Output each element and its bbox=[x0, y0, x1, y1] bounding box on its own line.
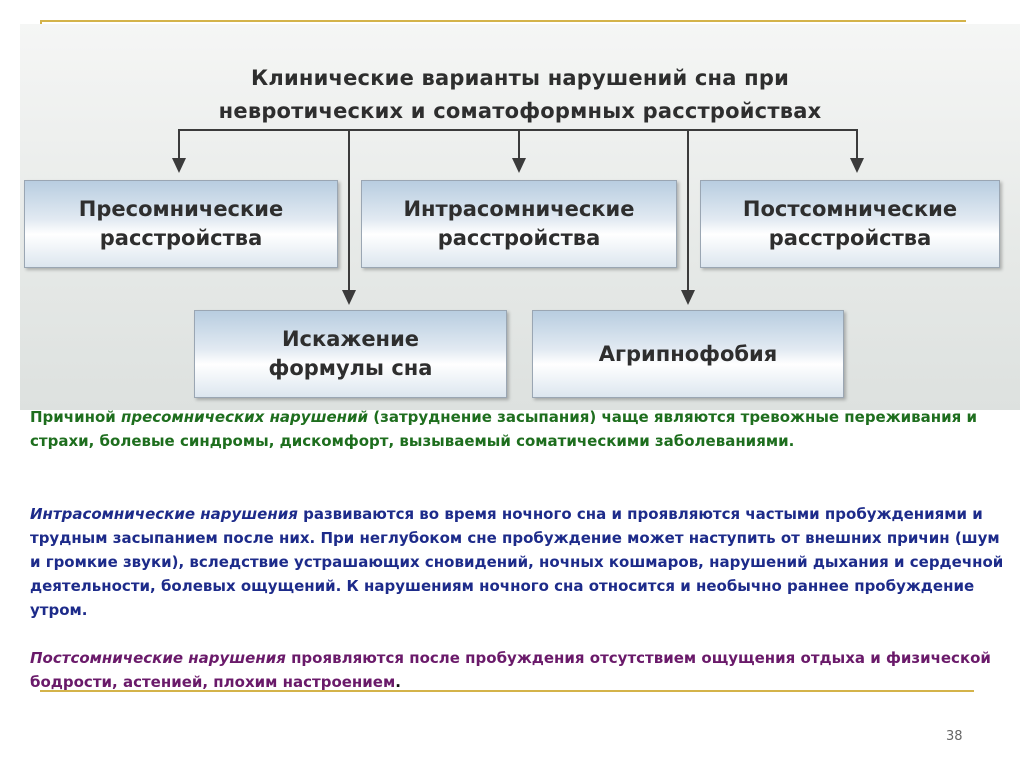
p3-term: Постсомнические нарушения bbox=[30, 649, 286, 667]
diagram: Клинические варианты нарушений сна при н… bbox=[20, 24, 1020, 410]
connector-to-distortion bbox=[348, 129, 350, 291]
box-postsomnic-label: Постсомнические расстройства bbox=[742, 197, 958, 250]
bottom-rule bbox=[40, 690, 974, 692]
box-presomnic-label: Пресомнические расстройства bbox=[78, 197, 284, 250]
p1-rest: (затруднение засыпания) чаще являются тр… bbox=[30, 408, 978, 450]
arrow-to-postsomnic bbox=[850, 158, 864, 173]
box-distortion-label: Искажение формулы сна bbox=[268, 327, 433, 380]
p2-term: Интрасомнические нарушения bbox=[30, 505, 298, 523]
p3-end: . bbox=[395, 673, 401, 691]
arrow-to-distortion bbox=[342, 290, 356, 305]
box-sleep-formula-distortion: Искажение формулы сна bbox=[194, 310, 507, 398]
arrow-to-agrypnophobia bbox=[681, 290, 695, 305]
box-presomnic-disorders: Пресомнические расстройства bbox=[24, 180, 338, 268]
box-intrasomnic-disorders: Интрасомнические расстройства bbox=[361, 180, 677, 268]
paragraph-presomnic: Причиной пресомнических нарушений (затру… bbox=[30, 405, 1015, 453]
diagram-title: Клинические варианты нарушений сна при н… bbox=[20, 62, 1020, 128]
p1-term: пресомнических нарушений bbox=[121, 408, 369, 426]
p2-rest: развиваются во время ночного сна и прояв… bbox=[30, 505, 1004, 619]
connector-to-agrypnophobia bbox=[687, 129, 689, 291]
connector-mid-drop bbox=[518, 129, 520, 159]
connector-right-drop bbox=[856, 129, 858, 159]
p3-rest: проявляются после пробуждения отсутствие… bbox=[30, 649, 991, 691]
paragraph-postsomnic: Постсомнические нарушения проявляются по… bbox=[30, 646, 1015, 694]
p1-prefix: Причиной bbox=[30, 408, 122, 426]
diagram-title-line1: Клинические варианты нарушений сна при bbox=[251, 66, 789, 90]
top-rule bbox=[40, 20, 966, 22]
page-number: 38 bbox=[946, 729, 963, 744]
arrow-to-presomnic bbox=[172, 158, 186, 173]
connector-left-drop bbox=[178, 129, 180, 159]
box-agrypnophobia: Агрипнофобия bbox=[532, 310, 844, 398]
box-intrasomnic-label: Интрасомнические расстройства bbox=[403, 197, 635, 250]
box-agrypnophobia-label: Агрипнофобия bbox=[598, 341, 778, 366]
diagram-title-line2: невротических и соматоформных расстройст… bbox=[218, 99, 822, 123]
paragraph-intrasomnic: Интрасомнические нарушения развиваются в… bbox=[30, 502, 1015, 622]
arrow-to-intrasomnic bbox=[512, 158, 526, 173]
box-postsomnic-disorders: Постсомнические расстройства bbox=[700, 180, 1000, 268]
